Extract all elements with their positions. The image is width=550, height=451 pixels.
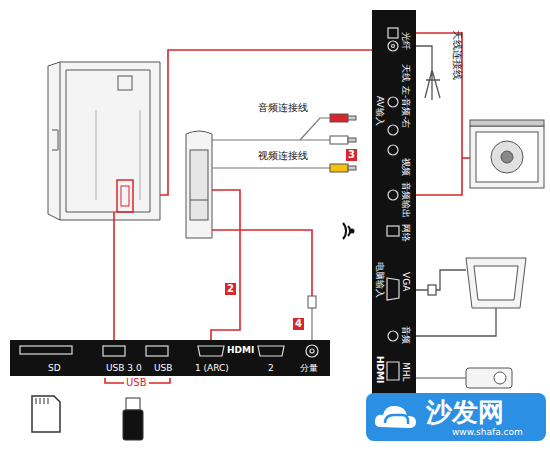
callout-number: 4: [293, 318, 304, 330]
port-label: SD: [48, 363, 61, 374]
port-label: AV输入: [375, 96, 385, 126]
port-label: USB 3.0: [106, 363, 142, 374]
watermark-text: www.shafa.com: [452, 427, 523, 438]
callout-number: 2: [227, 283, 234, 295]
dvd-player: [186, 131, 212, 238]
port-label: 左-音频-右: [401, 86, 411, 129]
tv-back: [48, 62, 160, 220]
port-bar: SD USB 3.0 USB HDMI 1 (ARC) 2 分量: [10, 340, 330, 376]
port-label: MHL: [401, 362, 411, 382]
usb-stick: [123, 398, 143, 440]
callout-number: 3: [346, 149, 357, 161]
port-panel: 光纤天线 AV输入 左-音频-右视频音频输出网络电脑输入 VGA 音频 HDMI MHL: [372, 10, 416, 402]
watermark-badge: 沙发网www.shafa.com: [366, 393, 546, 441]
rca-plug: [308, 114, 356, 308]
callout-number: 3: [348, 149, 355, 161]
port-panel: [372, 10, 416, 402]
av-cable: [212, 118, 330, 340]
projector: [416, 368, 512, 388]
port-label: 光纤: [401, 32, 411, 50]
port-label: 网络: [401, 224, 411, 242]
cloud-logo: [375, 406, 416, 428]
callout-number: 2: [225, 283, 236, 295]
cloud-logo: [372, 397, 422, 437]
port-bar: [10, 340, 330, 376]
callout-number: 4: [295, 318, 302, 330]
port-label: 1 (ARC): [195, 363, 229, 374]
antenna: [416, 46, 440, 100]
group-label: USB: [124, 377, 149, 389]
port-label: HDMI: [227, 345, 254, 356]
monitor-cable: [416, 270, 496, 336]
wifi-symbol: [343, 223, 354, 239]
cable-label: 视频连接线: [258, 150, 308, 162]
port-label: VGA: [401, 272, 411, 291]
bar-port: [20, 345, 318, 357]
port-label: 视频: [401, 158, 411, 176]
monitor: [466, 258, 526, 308]
port-label: HDMI: [375, 356, 385, 383]
port-label: 分量: [300, 363, 318, 374]
port-label: 天线: [401, 64, 411, 82]
sd-card: [32, 396, 60, 432]
audio-system: [470, 120, 544, 188]
panel-port: [387, 28, 399, 380]
cable-label: 音频连接线: [258, 102, 308, 114]
port-label: 2: [268, 363, 274, 374]
cable-label: 天线连接线: [452, 30, 462, 80]
watermark-text: 沙发网: [426, 397, 504, 428]
cloud-logo: [385, 415, 408, 424]
port-label: USB: [154, 363, 172, 374]
port-label: 音频输出: [401, 182, 411, 218]
port-label: 电脑输入: [375, 262, 385, 298]
port-label: 音频: [401, 326, 411, 344]
